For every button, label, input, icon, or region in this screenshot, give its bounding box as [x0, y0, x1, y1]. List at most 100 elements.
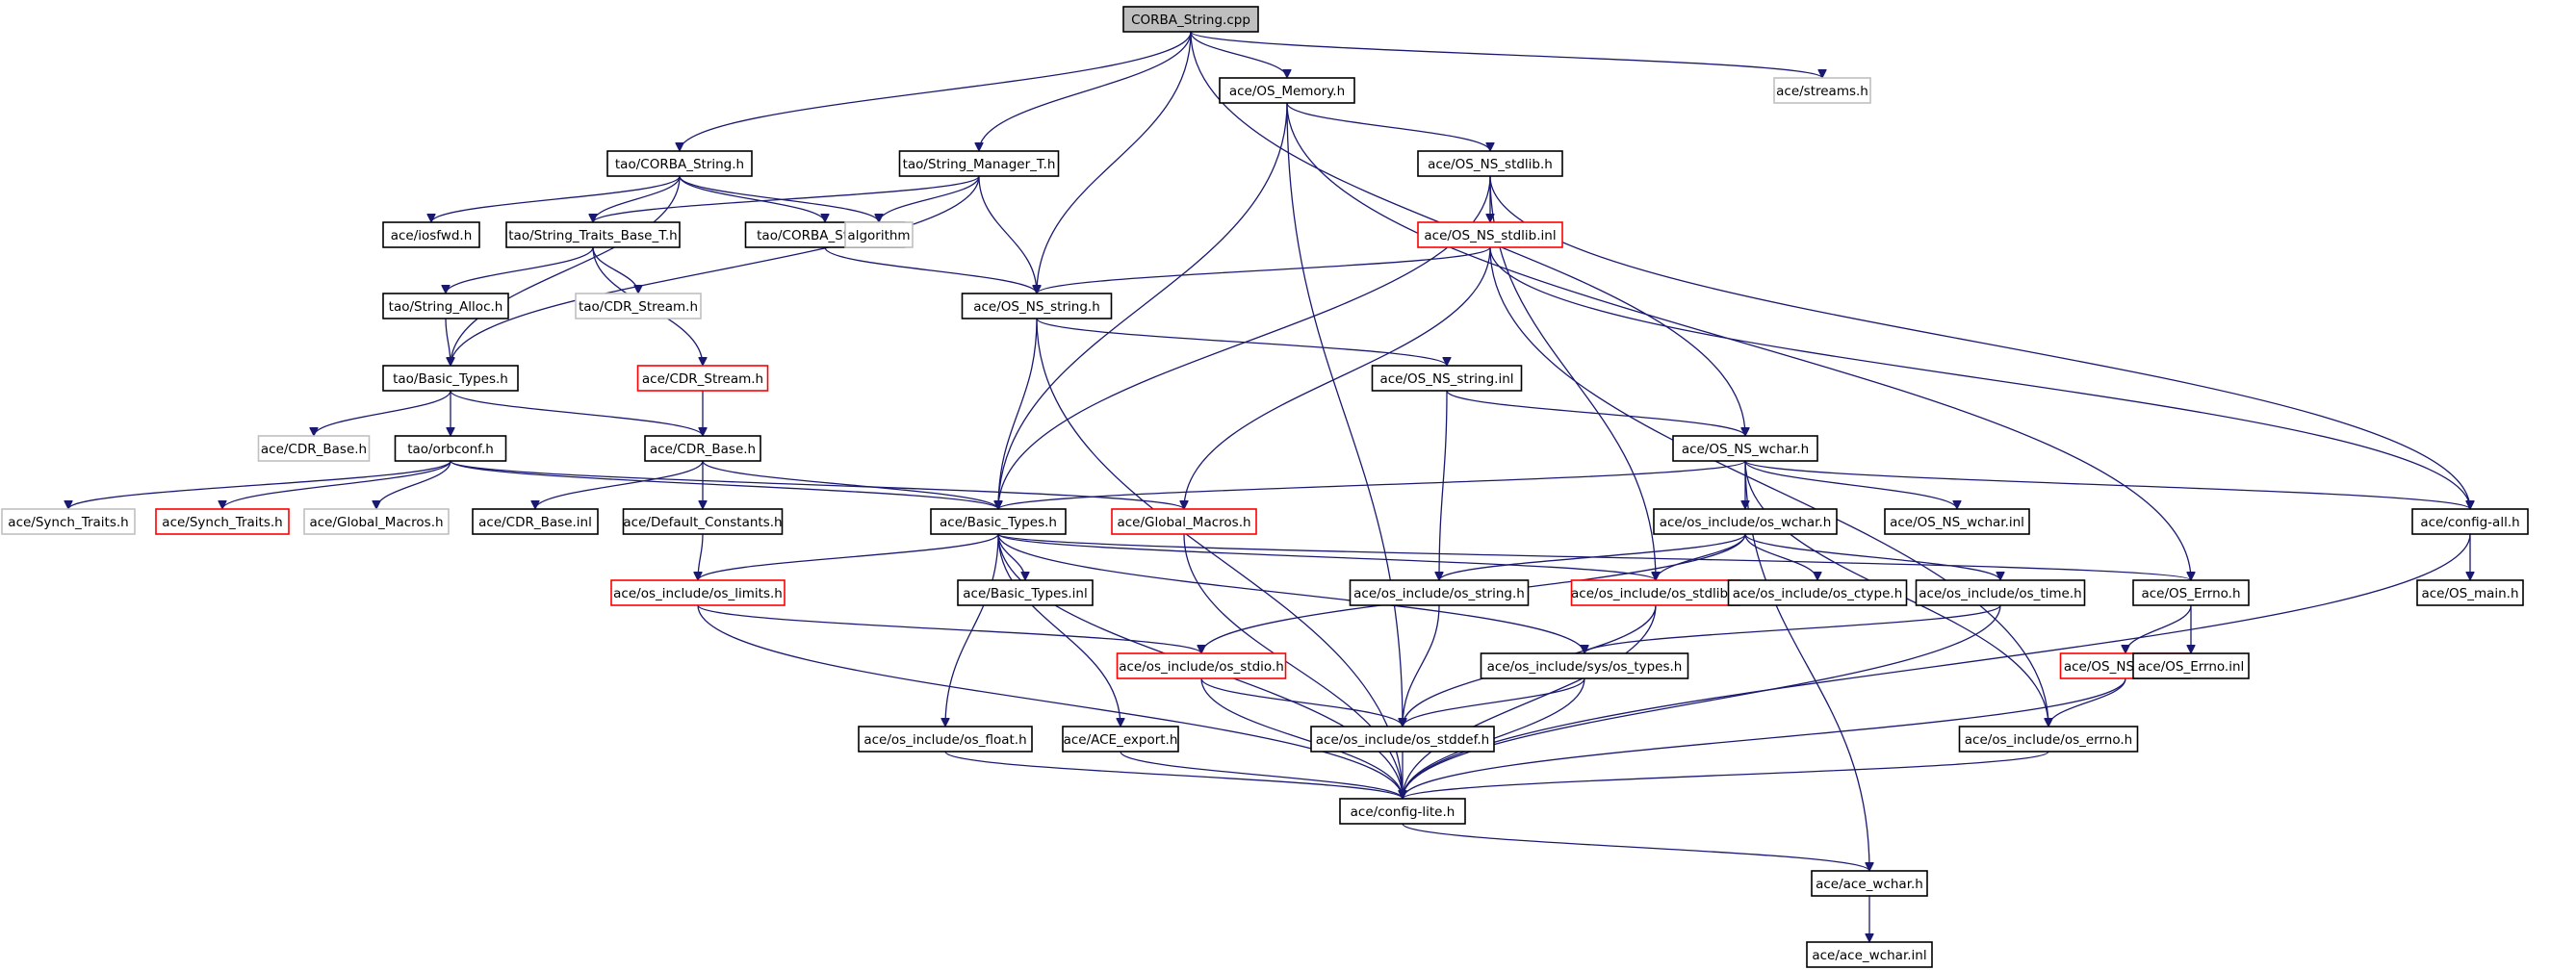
node-stdlibinl[interactable]: ace/OS_NS_stdlib.inl: [1417, 221, 1563, 248]
node-box-limits[interactable]: [610, 579, 786, 606]
node-configlite[interactable]: ace/config-lite.h: [1339, 798, 1466, 825]
node-label-configlite: ace/config-lite.h: [1351, 804, 1455, 820]
node-box-taocdrstream[interactable]: [575, 293, 702, 319]
node-box-osstddef[interactable]: [1310, 726, 1495, 753]
node-oswchar[interactable]: ace/os_include/os_wchar.h: [1653, 508, 1838, 535]
node-box-globmacros1[interactable]: [303, 508, 450, 535]
node-strmgr[interactable]: tao/String_Manager_T.h: [898, 150, 1060, 177]
node-box-stralloc[interactable]: [382, 293, 509, 319]
edge-osstdio-to-configlite: [1200, 677, 1403, 799]
node-osctype[interactable]: ace/os_include/os_ctype.h: [1727, 579, 1908, 606]
node-cdrbase[interactable]: ace/CDR_Base.h: [644, 435, 761, 462]
node-basic[interactable]: ace/Basic_Types.h: [930, 508, 1067, 535]
node-osfloat[interactable]: ace/os_include/os_float.h: [858, 726, 1033, 753]
node-box-taocdrbase[interactable]: [257, 435, 371, 462]
node-defconst[interactable]: ace/Default_Constants.h: [622, 508, 784, 535]
node-osstddef[interactable]: ace/os_include/os_stddef.h: [1310, 726, 1495, 753]
node-oserrnoinl[interactable]: ace/OS_Errno.inl: [2132, 652, 2250, 679]
node-box-osstdio[interactable]: [1116, 652, 1287, 679]
node-mem[interactable]: ace/OS_Memory.h: [1219, 77, 1355, 104]
node-acewchar[interactable]: ace/ace_wchar.h: [1811, 870, 1928, 897]
node-iosfwd[interactable]: ace/iosfwd.h: [382, 221, 480, 248]
node-box-acecdrstream[interactable]: [636, 365, 769, 392]
node-box-basicinl[interactable]: [957, 579, 1094, 606]
node-box-systypes[interactable]: [1480, 652, 1689, 679]
node-osstdio[interactable]: ace/os_include/os_stdio.h: [1116, 652, 1287, 679]
node-oserrno[interactable]: ace/OS_Errno.h: [2132, 579, 2250, 606]
node-osmain[interactable]: ace/OS_main.h: [2416, 579, 2524, 606]
node-box-stdlibinl[interactable]: [1417, 221, 1563, 248]
node-box-defconst[interactable]: [622, 508, 784, 535]
node-taostr[interactable]: tao/CORBA_String.h: [606, 150, 753, 177]
node-label-nsstringinl: ace/OS_NS_string.inl: [1379, 371, 1513, 387]
node-box-osfloat[interactable]: [858, 726, 1033, 753]
node-box-oserrno[interactable]: [2132, 579, 2250, 606]
node-box-configall[interactable]: [2411, 508, 2529, 535]
node-box-acewchar[interactable]: [1811, 870, 1928, 897]
node-box-mem[interactable]: [1219, 77, 1355, 104]
node-box-configlite[interactable]: [1339, 798, 1466, 825]
node-box-streams[interactable]: [1773, 77, 1871, 104]
node-box-taostr[interactable]: [606, 150, 753, 177]
node-stdlib[interactable]: ace/OS_NS_stdlib.h: [1417, 150, 1563, 177]
node-nswchar[interactable]: ace/OS_NS_wchar.h: [1672, 435, 1818, 462]
node-box-strmgr[interactable]: [898, 150, 1060, 177]
node-streams[interactable]: ace/streams.h: [1773, 77, 1871, 104]
node-algorithm[interactable]: algorithm: [844, 221, 914, 248]
node-strtraits[interactable]: tao/String_Traits_Base_T.h: [505, 221, 681, 248]
node-box-oswchar[interactable]: [1653, 508, 1838, 535]
node-box-algorithm[interactable]: [844, 221, 914, 248]
node-box-nsstringinl[interactable]: [1371, 365, 1523, 392]
node-box-nswcharinl[interactable]: [1884, 508, 2030, 535]
node-box-nsstring[interactable]: [961, 293, 1113, 319]
node-box-nswchar[interactable]: [1672, 435, 1818, 462]
node-box-aceexport[interactable]: [1062, 726, 1179, 753]
node-basicinl[interactable]: ace/Basic_Types.inl: [957, 579, 1094, 606]
node-taocdrstream[interactable]: tao/CDR_Stream.h: [575, 293, 702, 319]
node-box-root[interactable]: [1122, 6, 1259, 33]
node-box-taobasic[interactable]: [382, 365, 519, 392]
node-cdrbaseinl[interactable]: ace/CDR_Base.inl: [472, 508, 599, 535]
node-box-iosfwd[interactable]: [382, 221, 480, 248]
node-box-ostime[interactable]: [1915, 579, 2086, 606]
node-box-synch1[interactable]: [1, 508, 136, 535]
node-box-stdlib[interactable]: [1417, 150, 1563, 177]
node-box-cdrbase[interactable]: [644, 435, 761, 462]
node-osstdlib[interactable]: ace/os_include/os_stdlib.h: [1570, 579, 1741, 606]
node-box-osmain[interactable]: [2416, 579, 2524, 606]
node-acewcharinl[interactable]: ace/ace_wchar.inl: [1806, 941, 1933, 968]
node-nsstringinl[interactable]: ace/OS_NS_string.inl: [1371, 365, 1523, 392]
node-taobasic[interactable]: tao/Basic_Types.h: [382, 365, 519, 392]
node-acecdrstream[interactable]: ace/CDR_Stream.h: [636, 365, 769, 392]
node-box-osctype[interactable]: [1727, 579, 1908, 606]
node-box-basic[interactable]: [930, 508, 1067, 535]
node-osstring[interactable]: ace/os_include/os_string.h: [1349, 579, 1530, 606]
edge-mem-to-oserrno: [1286, 102, 2191, 580]
node-box-osstdlib[interactable]: [1570, 579, 1741, 606]
node-globmacros2[interactable]: ace/Global_Macros.h: [1111, 508, 1257, 535]
node-box-orbconf[interactable]: [394, 435, 507, 462]
node-box-strtraits[interactable]: [505, 221, 681, 248]
node-root[interactable]: CORBA_String.cpp: [1122, 6, 1259, 33]
node-nswcharinl[interactable]: ace/OS_NS_wchar.inl: [1884, 508, 2030, 535]
node-stralloc[interactable]: tao/String_Alloc.h: [382, 293, 509, 319]
node-box-synch2[interactable]: [155, 508, 290, 535]
node-synch2[interactable]: ace/Synch_Traits.h: [155, 508, 290, 535]
node-limits[interactable]: ace/os_include/os_limits.h: [610, 579, 786, 606]
node-box-oserrnoinl[interactable]: [2132, 652, 2250, 679]
node-box-acewcharinl[interactable]: [1806, 941, 1933, 968]
node-synch1[interactable]: ace/Synch_Traits.h: [1, 508, 136, 535]
node-ostime[interactable]: ace/os_include/os_time.h: [1915, 579, 2086, 606]
node-globmacros1[interactable]: ace/Global_Macros.h: [303, 508, 450, 535]
node-oserrnoh[interactable]: ace/os_include/os_errno.h: [1958, 726, 2139, 753]
node-aceexport[interactable]: ace/ACE_export.h: [1062, 726, 1179, 753]
node-box-globmacros2[interactable]: [1111, 508, 1257, 535]
node-orbconf[interactable]: tao/orbconf.h: [394, 435, 507, 462]
node-box-cdrbaseinl[interactable]: [472, 508, 599, 535]
node-systypes[interactable]: ace/os_include/sys/os_types.h: [1480, 652, 1689, 679]
node-nsstring[interactable]: ace/OS_NS_string.h: [961, 293, 1113, 319]
node-box-osstring[interactable]: [1349, 579, 1530, 606]
node-configall[interactable]: ace/config-all.h: [2411, 508, 2529, 535]
node-taocdrbase[interactable]: ace/CDR_Base.h: [257, 435, 371, 462]
node-box-oserrnoh[interactable]: [1958, 726, 2139, 753]
